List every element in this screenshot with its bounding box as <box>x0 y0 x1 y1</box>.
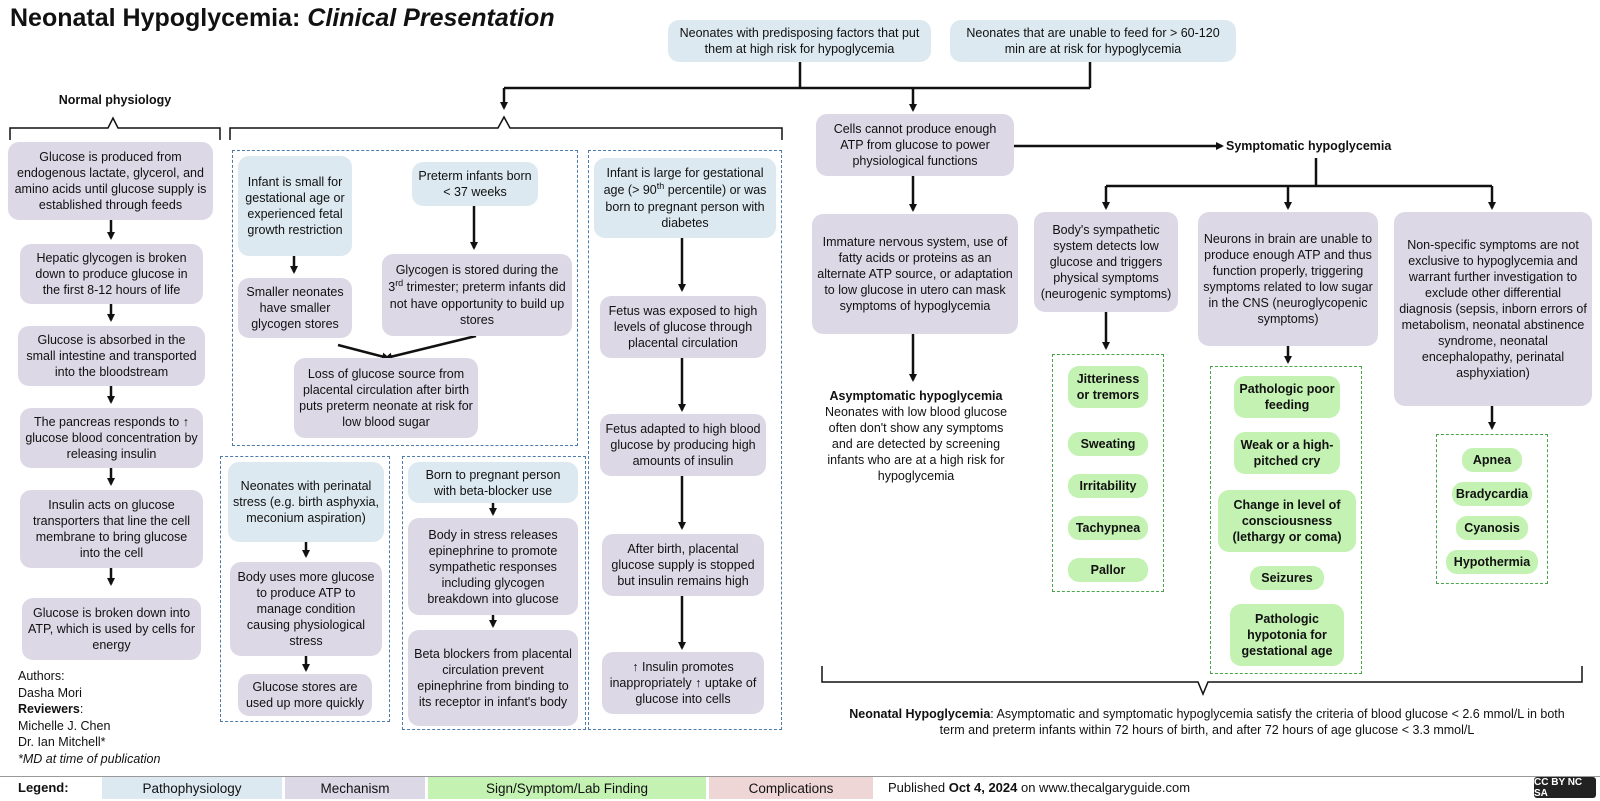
cells-cannot-produce-atp-box: Cells cannot produce enough ATP from glu… <box>816 114 1014 176</box>
fetus-adapted-box: Fetus adapted to high blood glucose by p… <box>600 414 766 476</box>
sympathetic-box: Body's sympathetic system detects low gl… <box>1034 212 1178 312</box>
glucose-stores-used-box: Glucose stores are used up more quickly <box>238 674 372 716</box>
author-name: Dasha Mori <box>18 685 82 700</box>
legend-bar <box>0 776 1600 801</box>
authors-label: Authors <box>18 669 62 683</box>
sign-bradycardia: Bradycardia <box>1452 482 1532 506</box>
sign-weak-cry: Weak or a high-pitched cry <box>1234 432 1340 474</box>
published-prefix: Published <box>888 780 949 795</box>
definition-text: Neonatal Hypoglycemia: Asymptomatic and … <box>842 706 1572 738</box>
sga-preterm-group <box>232 150 578 446</box>
beta-blocker-use-box: Born to pregnant person with beta-blocke… <box>408 462 578 503</box>
asymptomatic-title: Asymptomatic hypoglycemia <box>829 389 1003 403</box>
body-uses-glucose-box: Body uses more glucose to produce ATP to… <box>230 562 382 656</box>
reviewer-2: Dr. Ian Mitchell* <box>18 735 106 749</box>
sign-irritability: Irritability <box>1068 474 1148 498</box>
normal-step-6: Glucose is broken down into ATP, which i… <box>22 598 201 660</box>
loss-glucose-source-box: Loss of glucose source from placental ci… <box>294 358 478 438</box>
beta-blocker-group <box>402 456 586 730</box>
nonspecific-signs-group <box>1436 434 1548 584</box>
unable-to-feed-box: Neonates that are unable to feed for > 6… <box>950 20 1236 62</box>
insulin-promotes-box: ↑ Insulin promotes inappropriately ↑ upt… <box>602 652 764 714</box>
legend-pathophysiology: Pathophysiology <box>102 777 282 799</box>
fetus-exposed-box: Fetus was exposed to high levels of gluc… <box>600 296 766 358</box>
normal-step-1: Glucose is produced from endogenous lact… <box>8 142 213 220</box>
sign-pallor: Pallor <box>1068 558 1148 582</box>
legend-sign-symptom: Sign/Symptom/Lab Finding <box>428 777 706 799</box>
legend-label: Legend: <box>18 780 69 795</box>
symptomatic-title: Symptomatic hypoglycemia <box>1226 139 1392 153</box>
definition-bold: Neonatal Hypoglycemia <box>849 707 991 721</box>
perinatal-stress-box: Neonates with perinatal stress (e.g. bir… <box>228 462 384 542</box>
legend-mechanism: Mechanism <box>285 777 425 799</box>
asymptomatic-text: Neonates with low blood glucose often do… <box>824 405 1008 483</box>
sign-apnea: Apnea <box>1462 448 1522 472</box>
sign-poor-feeding: Pathologic poor feeding <box>1234 376 1340 418</box>
normal-physiology-heading: Normal physiology <box>58 93 172 107</box>
definition-body: : Asymptomatic and symptomatic hypoglyce… <box>939 707 1565 737</box>
neuroglycopenic-box: Neurons in brain are unable to produce e… <box>1198 212 1378 346</box>
legend-complications: Complications <box>709 777 873 799</box>
sign-cyanosis: Cyanosis <box>1456 516 1528 540</box>
published-url: on www.thecalgaryguide.com <box>1017 780 1191 795</box>
sign-hypothermia: Hypothermia <box>1446 550 1538 574</box>
lga-group <box>588 150 782 730</box>
sign-tachypnea: Tachypnea <box>1068 516 1148 540</box>
nonspecific-symptoms-box: Non-specific symptoms are not exclusive … <box>1394 212 1592 406</box>
smaller-stores-box: Smaller neonates have smaller glycogen s… <box>238 278 352 338</box>
neuroglycopenic-signs-group <box>1210 366 1362 674</box>
sign-hypotonia: Pathologic hypotonia for gestational age <box>1230 604 1344 666</box>
published-date: Oct 4, 2024 <box>948 780 1018 795</box>
page-title: Neonatal Hypoglycemia: Clinical Presenta… <box>10 4 555 33</box>
sign-jitteriness: Jitteriness or tremors <box>1068 366 1148 408</box>
sign-seizures: Seizures <box>1250 566 1324 590</box>
reviewers-label: Reviewers <box>18 702 80 716</box>
glycogen-third-trimester-box: Glycogen is stored during the 3rd trimes… <box>382 254 572 336</box>
predisposing-factors-box: Neonates with predisposing factors that … <box>668 20 931 62</box>
beta-blockers-prevent-box: Beta blockers from placental circulation… <box>408 630 578 726</box>
normal-step-2: Hepatic glycogen is broken down to produ… <box>20 244 203 304</box>
preterm-box: Preterm infants born < 37 weeks <box>412 162 538 206</box>
sign-sweating: Sweating <box>1068 432 1148 456</box>
title-main: Neonatal Hypoglycemia: <box>10 4 301 32</box>
normal-step-4: The pancreas responds to ↑ glucose blood… <box>20 408 203 468</box>
authors-block: Authors: Dasha Mori Reviewers: Michelle … <box>18 669 161 766</box>
normal-step-3: Glucose is absorbed in the small intesti… <box>18 326 205 386</box>
body-stress-epinephrine-box: Body in stress releases epinephrine to p… <box>408 518 578 615</box>
perinatal-stress-group <box>220 456 390 722</box>
cc-license-badge: CC BY NC SA <box>1534 777 1596 799</box>
normal-step-5: Insulin acts on glucose transporters tha… <box>20 490 203 568</box>
immature-nervous-system-box: Immature nervous system, use of fatty ac… <box>812 214 1018 334</box>
lga-box: Infant is large for gestational age (> 9… <box>594 158 776 238</box>
sga-box: Infant is small for gestational age or e… <box>238 156 352 256</box>
published-line: Published Oct 4, 2024 on www.thecalgaryg… <box>888 780 1190 795</box>
sign-change-consciousness: Change in level of consciousness (lethar… <box>1218 490 1356 552</box>
title-italic: Clinical Presentation <box>307 4 555 32</box>
neurogenic-signs-group <box>1052 354 1164 592</box>
author-note: *MD at time of publication <box>18 751 161 766</box>
reviewer-1: Michelle J. Chen <box>18 718 111 733</box>
after-birth-box: After birth, placental glucose supply is… <box>602 534 764 596</box>
